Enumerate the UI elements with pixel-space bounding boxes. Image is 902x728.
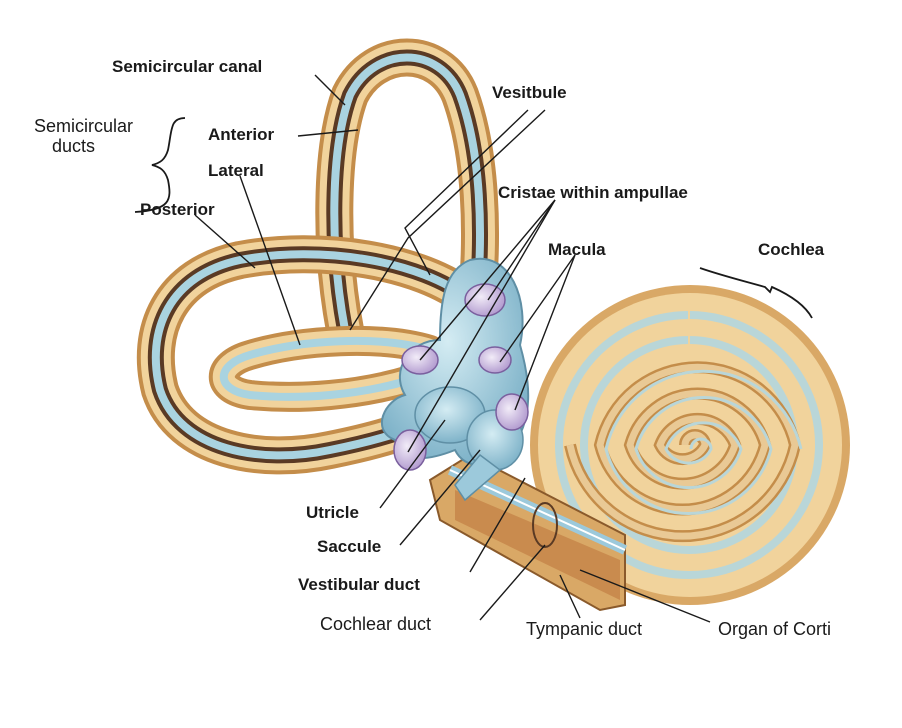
ampulla-posterior	[393, 429, 427, 471]
anterior-canal	[315, 38, 499, 349]
label-vestibular-duct: Vestibular duct	[298, 575, 420, 594]
label-semicircular-ducts-line1: Semicircular	[34, 116, 133, 136]
macula-utricle	[478, 346, 512, 374]
label-semicircular-canal: Semicircular canal	[112, 57, 262, 76]
leader-lines	[194, 74, 711, 623]
label-macula: Macula	[548, 240, 606, 259]
label-lateral: Lateral	[208, 161, 264, 180]
brace-cochlea	[699, 267, 813, 319]
semicircular-canals	[136, 38, 499, 475]
label-vestibule: Vesitbule	[492, 83, 567, 102]
lateral-canal	[209, 325, 445, 412]
label-cochlear-duct: Cochlear duct	[320, 614, 431, 634]
label-anterior: Anterior	[208, 125, 275, 144]
label-cochlea: Cochlea	[758, 240, 825, 259]
macula-saccule	[495, 393, 529, 431]
posterior-canal	[136, 235, 489, 475]
cochlea-structure	[530, 285, 850, 605]
brace-semicircular-ducts	[134, 117, 186, 213]
label-posterior: Posterior	[140, 200, 215, 219]
label-cristae: Cristae within ampullae	[498, 183, 688, 202]
label-organ-of-corti: Organ of Corti	[718, 619, 831, 639]
label-saccule: Saccule	[317, 537, 381, 556]
label-semicircular-ducts-line2: ducts	[52, 136, 95, 156]
vestibule-sacs	[380, 257, 530, 502]
label-utricle: Utricle	[306, 503, 359, 522]
cochlear-duct-section	[428, 453, 628, 612]
label-tympanic-duct: Tympanic duct	[526, 619, 642, 639]
